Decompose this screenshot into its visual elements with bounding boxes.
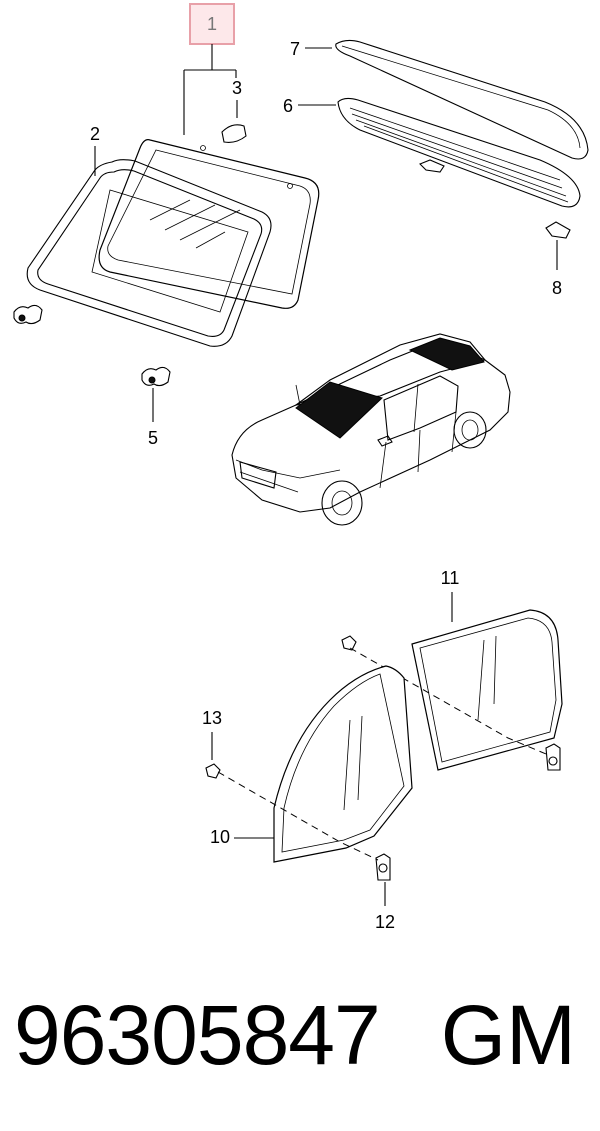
windshield-glass <box>98 139 320 309</box>
bolt-upper <box>341 635 357 651</box>
clip-part-12: 12 <box>375 853 395 932</box>
callout-2-label: 2 <box>90 124 100 144</box>
parts-diagram: 1 3 2 5 7 6 <box>13 3 589 932</box>
part-number: 96305847 <box>14 988 381 1082</box>
footer: 96305847 GM <box>0 985 600 1095</box>
clip-left <box>13 304 43 325</box>
car-illustration <box>231 333 511 526</box>
rear-glass: 6 <box>283 96 581 208</box>
bolt-part-13: 13 <box>202 708 222 779</box>
callout-7-label: 7 <box>290 39 300 59</box>
callout-3-label: 3 <box>232 78 242 98</box>
callout-8-label: 8 <box>552 278 562 298</box>
clip-part-5: 5 <box>141 366 171 448</box>
clip-rear <box>419 159 445 173</box>
windshield-molding: 2 <box>26 124 272 347</box>
callout-1-label: 1 <box>207 14 217 34</box>
rear-glass-molding: 7 <box>290 39 589 160</box>
rear-door-glass: 11 <box>411 568 563 771</box>
clip-part-3 <box>221 124 247 143</box>
callout-6-label: 6 <box>283 96 293 116</box>
front-door-glass: 10 <box>210 665 413 863</box>
clip-part-8: 8 <box>545 221 571 298</box>
callout-11-label: 11 <box>441 568 460 588</box>
callout-12-label: 12 <box>375 912 395 932</box>
callout-13-label: 13 <box>202 708 222 728</box>
callout-1[interactable]: 1 <box>189 3 235 45</box>
callout-5-label: 5 <box>148 428 158 448</box>
callout-10-label: 10 <box>210 827 230 847</box>
brand-name: GM <box>440 988 576 1082</box>
